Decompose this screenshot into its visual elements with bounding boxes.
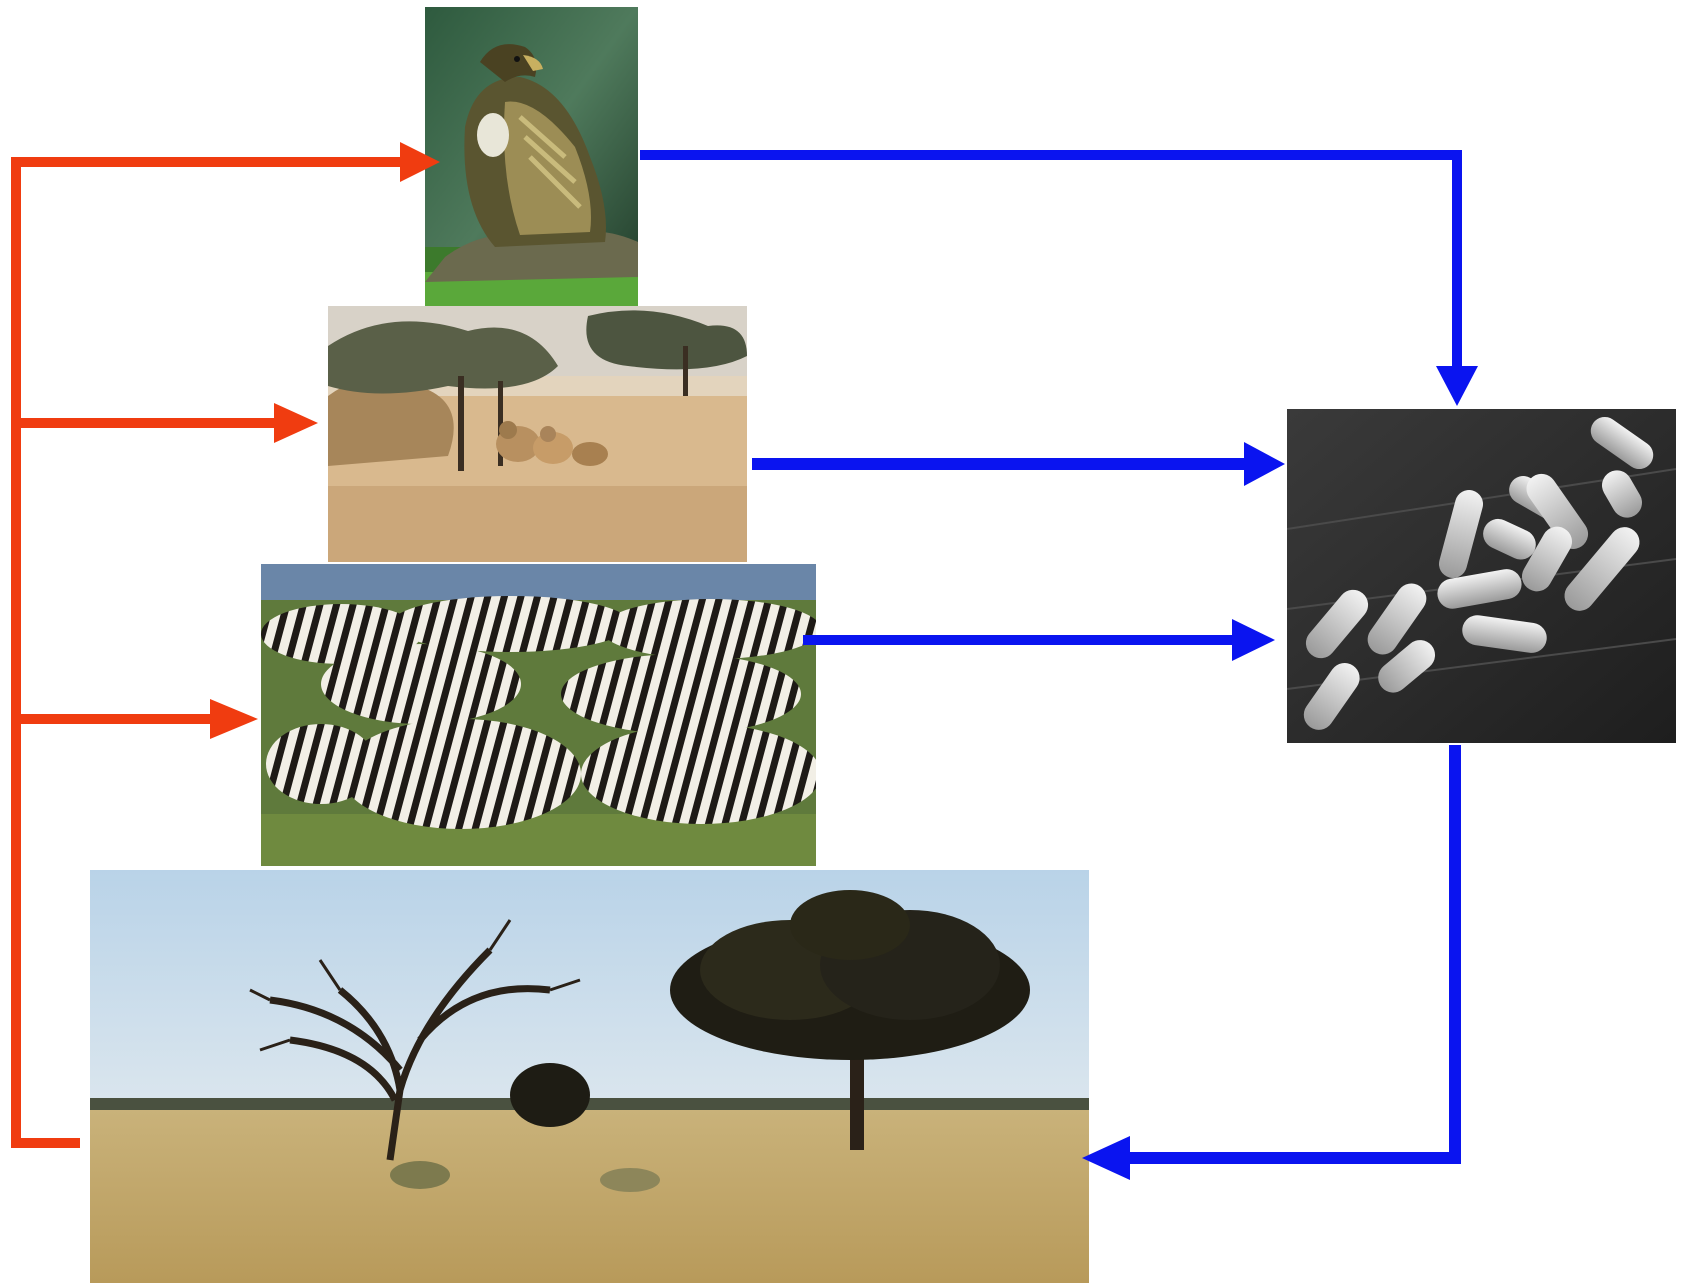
- red-arrowhead-zebras: [210, 699, 258, 739]
- red-arrowhead-predators: [274, 403, 318, 443]
- savanna-predators-photo: [328, 306, 747, 562]
- bacteria-micrograph-photo: [1287, 409, 1676, 743]
- blue-line-bacteria-to-savanna: [1130, 745, 1461, 1164]
- acacia-savanna-photo: [90, 870, 1089, 1283]
- blue-arrowhead-zebras: [1232, 619, 1275, 661]
- blue-line-vulture-to-bacteria: [640, 150, 1462, 370]
- zebra-herd-photo: [261, 564, 816, 866]
- blue-arrowhead-bacteria-top: [1436, 366, 1478, 406]
- vulture-photo: [425, 7, 638, 306]
- blue-arrowhead-savanna: [1082, 1136, 1130, 1180]
- blue-arrowhead-predators: [1244, 442, 1285, 486]
